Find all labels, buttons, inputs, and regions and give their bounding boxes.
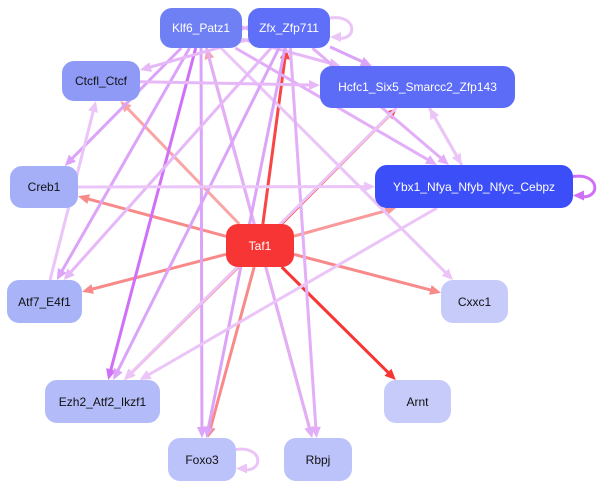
- arrowhead: [304, 426, 315, 438]
- edge: [199, 47, 204, 430]
- arrowhead: [139, 370, 152, 380]
- edge: [59, 47, 191, 273]
- edge: [139, 80, 312, 87]
- arrowhead: [359, 56, 372, 66]
- node-arnt[interactable]: Arnt: [384, 380, 451, 423]
- arrowhead: [56, 267, 67, 280]
- node-taf1[interactable]: Taf1: [226, 224, 294, 267]
- arrowhead: [424, 155, 437, 165]
- arrowhead: [310, 426, 321, 438]
- node-creb1[interactable]: Creb1: [10, 166, 78, 208]
- edge: [208, 266, 256, 430]
- arrowhead: [64, 154, 77, 166]
- node-hcfc1[interactable]: Hcfc1_Six5_Smarcc2_Zfp143: [320, 66, 515, 108]
- edge: [329, 16, 354, 40]
- edge: [288, 47, 318, 430]
- node-ezh2[interactable]: Ezh2_Atf2_Ikzf1: [45, 380, 160, 423]
- edge: [572, 174, 597, 199]
- edge: [68, 47, 273, 275]
- arrowhead: [82, 284, 94, 294]
- arrowhead: [63, 268, 75, 280]
- arrowhead: [106, 368, 116, 380]
- arrowhead: [437, 154, 449, 165]
- arrowhead: [441, 268, 453, 280]
- edge: [293, 208, 388, 238]
- node-klf6_patz1[interactable]: Klf6_Patz1: [160, 8, 242, 48]
- arrowhead: [384, 368, 396, 380]
- arrowhead: [308, 79, 320, 90]
- node-zfx_zfp711[interactable]: Zfx_Zfp711: [248, 8, 330, 48]
- arrowhead: [113, 367, 123, 380]
- node-foxo3[interactable]: Foxo3: [168, 438, 236, 481]
- edge: [90, 252, 227, 291]
- arrowhead: [120, 101, 132, 113]
- edge: [432, 115, 464, 166]
- arrowhead: [330, 32, 341, 42]
- edge: [125, 106, 241, 226]
- node-atf7_e4f1[interactable]: Atf7_E4f1: [7, 280, 82, 323]
- node-rbpj[interactable]: Rbpj: [284, 438, 352, 481]
- arrowhead: [363, 181, 375, 192]
- arrowhead: [88, 101, 98, 113]
- arrowhead: [236, 463, 247, 474]
- node-ctcfl_ctcf[interactable]: Ctcfl_Ctcf: [62, 61, 140, 101]
- arrowhead: [78, 194, 90, 204]
- edge: [146, 206, 438, 377]
- edge: [235, 447, 260, 472]
- arrowhead: [203, 426, 214, 438]
- arrowhead: [429, 108, 440, 121]
- edge: [280, 265, 391, 375]
- node-cxxc1[interactable]: Cxxc1: [441, 280, 508, 323]
- edge: [109, 47, 198, 372]
- arrowhead: [573, 190, 584, 201]
- arrowhead: [140, 62, 152, 72]
- edge: [115, 47, 281, 373]
- node-ybx1[interactable]: Ybx1_Nfya_Nfyb_Nfyc_Cebpz: [375, 165, 573, 208]
- edge: [69, 46, 183, 161]
- arrowhead: [429, 285, 441, 295]
- arrowhead: [124, 368, 136, 380]
- edge: [329, 45, 365, 64]
- edge: [293, 252, 433, 292]
